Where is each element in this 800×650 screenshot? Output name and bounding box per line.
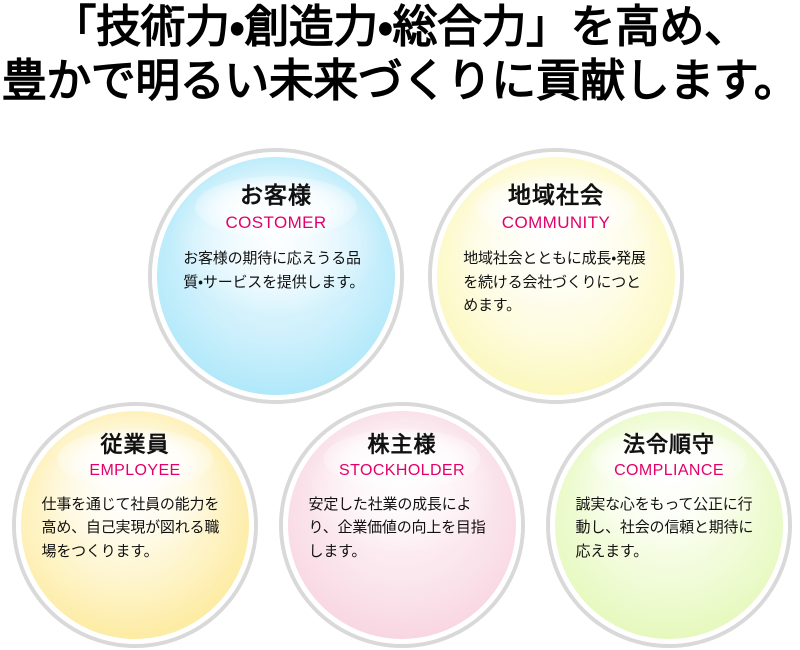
circle-body-customer: お客様の期待に応えうる品質・サービスを提供します。 (183, 250, 365, 291)
circle-title-customer: お客様 (240, 182, 312, 208)
circle-body-compliance: 誠実な心をもって公正に行動し、社会の信頼と期待に応えます。 (575, 496, 754, 560)
circle-fill-community: 地域社会 COMMUNITY 地域社会とともに成長・発展を続ける会社づくりにつと… (437, 157, 675, 395)
circle-fill-stockholder: 株主様 STOCKHOLDER 安定した社業の成長により、企業価値の向上を目指し… (288, 411, 516, 639)
circle-title-employee: 従業員 (100, 432, 170, 457)
stakeholder-circle-customer: お客様 COSTOMER お客様の期待に応えうる品質・サービスを提供します。 (148, 148, 404, 404)
circle-body-employee: 仕事を通じて社員の能力を高め、自己実現が図れる職場をつくります。 (41, 496, 220, 560)
circle-subtitle-stockholder: STOCKHOLDER (339, 462, 465, 480)
circle-body-stockholder: 安定した社業の成長により、企業価値の向上を目指します。 (308, 496, 486, 560)
circle-fill-compliance: 法令順守 COMPLIANCE 誠実な心をもって公正に行動し、社会の信頼と期待に… (555, 411, 783, 639)
stakeholder-circle-community: 地域社会 COMMUNITY 地域社会とともに成長・発展を続ける会社づくりにつと… (428, 148, 684, 404)
circle-fill-customer: お客様 COSTOMER お客様の期待に応えうる品質・サービスを提供します。 (157, 157, 395, 395)
circle-body-community: 地域社会とともに成長・発展を続ける会社づくりにつとめます。 (463, 250, 646, 314)
stakeholder-circle-employee: 従業員 EMPLOYEE 仕事を通じて社員の能力を高め、自己実現が図れる職場をつ… (12, 402, 258, 648)
circle-subtitle-compliance: COMPLIANCE (614, 462, 724, 480)
stakeholder-circle-stockholder: 株主様 STOCKHOLDER 安定した社業の成長により、企業価値の向上を目指し… (279, 402, 525, 648)
stakeholder-circle-compliance: 法令順守 COMPLIANCE 誠実な心をもって公正に行動し、社会の信頼と期待に… (546, 402, 792, 648)
circle-subtitle-employee: EMPLOYEE (89, 462, 181, 480)
circle-subtitle-customer: COSTOMER (225, 213, 327, 233)
circle-fill-employee: 従業員 EMPLOYEE 仕事を通じて社員の能力を高め、自己実現が図れる職場をつ… (21, 411, 249, 639)
headline-line-2: 豊かで明るい未来づくりに貢献します。 (1, 54, 799, 106)
circle-subtitle-community: COMMUNITY (501, 213, 611, 233)
circle-title-stockholder: 株主様 (367, 432, 437, 457)
circle-title-community: 地域社会 (508, 182, 604, 208)
headline-line-1: 「技術力・創造力・総合力」を高め、 (51, 1, 749, 52)
page-title: 「技術力・創造力・総合力」を高め、 豊かで明るい未来づくりに貢献します。 (0, 2, 800, 105)
circle-title-compliance: 法令順守 (622, 432, 715, 457)
